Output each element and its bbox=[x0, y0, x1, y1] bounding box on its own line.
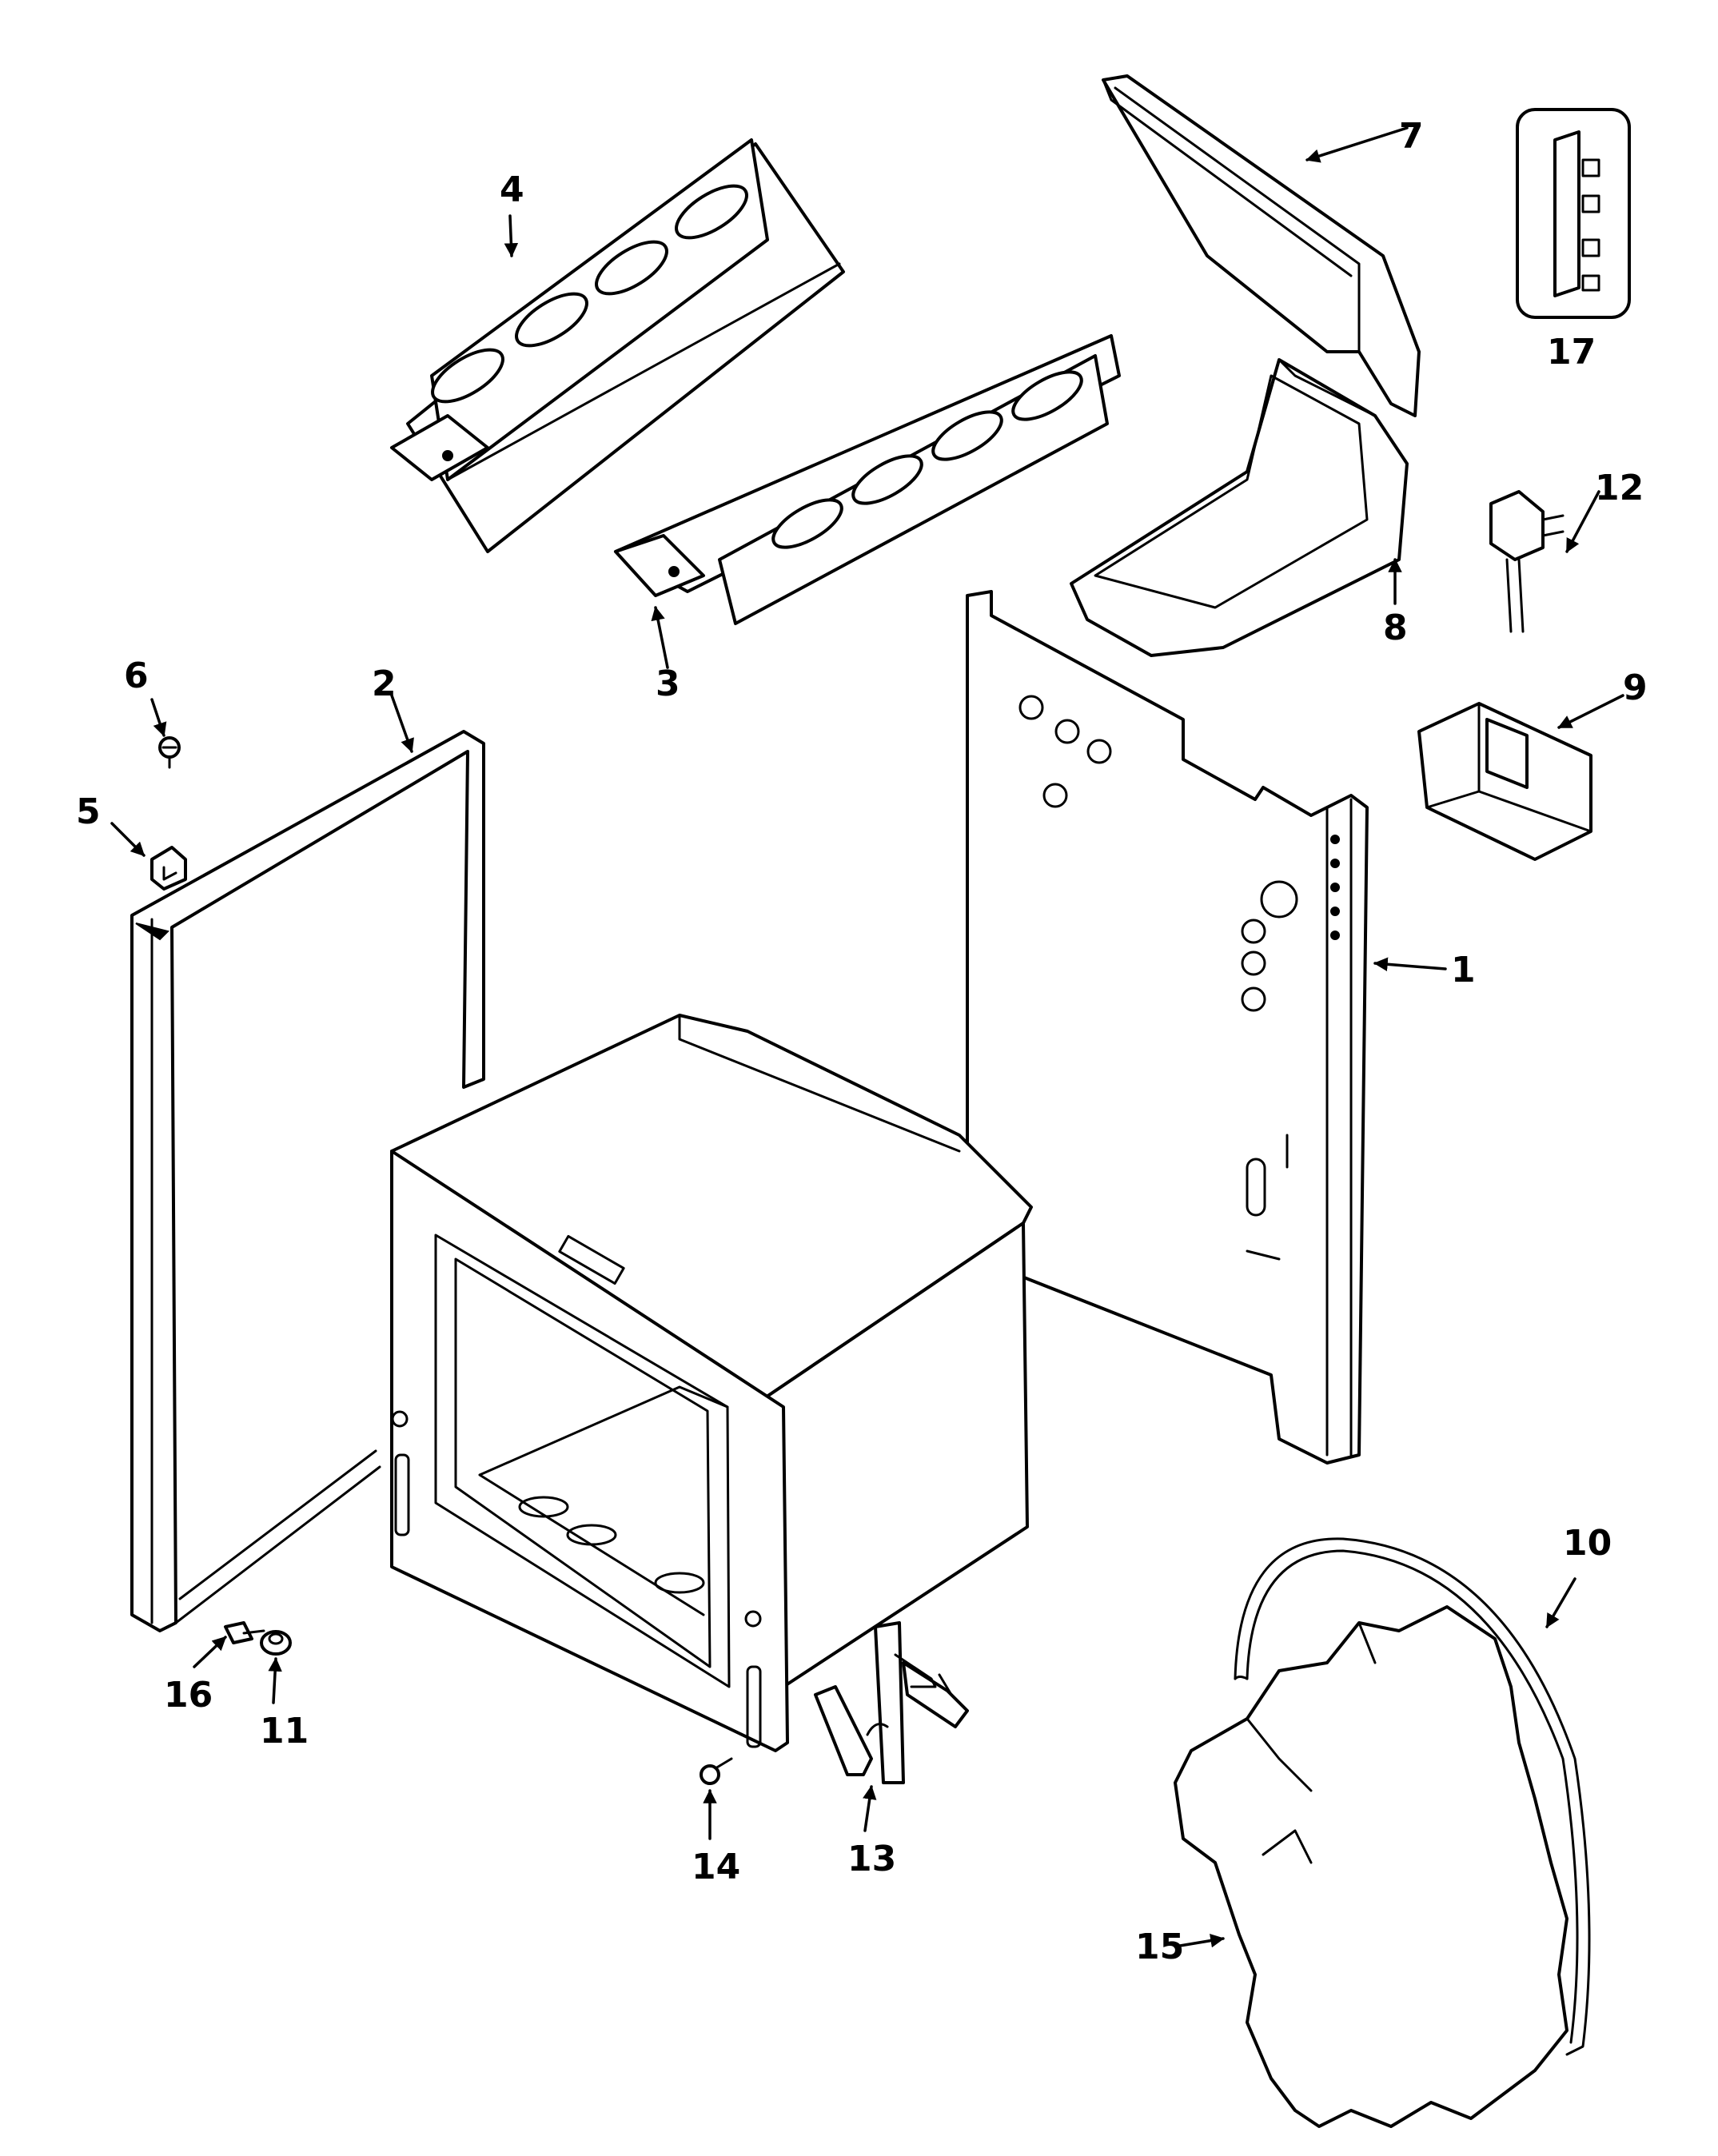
leader-lines bbox=[110, 126, 1624, 1948]
part-13-hinge bbox=[814, 1621, 969, 1784]
part-3-bracket bbox=[614, 334, 1121, 625]
callout-6: 6 bbox=[124, 656, 149, 696]
part-5-clip bbox=[150, 846, 187, 891]
callout-4: 4 bbox=[500, 169, 524, 210]
callout-5: 5 bbox=[76, 791, 101, 832]
part-6-screw bbox=[158, 736, 181, 769]
callout-3: 3 bbox=[656, 664, 680, 704]
callout-8: 8 bbox=[1383, 608, 1408, 648]
part-8-vent-tray bbox=[1070, 358, 1409, 657]
callout-9: 9 bbox=[1623, 668, 1648, 708]
callout-15: 15 bbox=[1135, 1927, 1184, 1967]
part-15-insulation bbox=[1174, 1605, 1569, 2128]
callout-1: 1 bbox=[1451, 950, 1476, 990]
part-7-vent-duct bbox=[1102, 74, 1421, 417]
part-1-side-panel bbox=[966, 590, 1369, 1465]
oven-cavity bbox=[390, 1014, 1033, 1752]
part-4-bracket bbox=[390, 138, 845, 553]
part-11-bumper bbox=[260, 1630, 292, 1656]
part-10-gasket bbox=[1234, 1537, 1591, 2056]
part-17-terminal-block bbox=[1516, 108, 1631, 319]
callout-14: 14 bbox=[692, 1847, 740, 1887]
part-2-front-frame bbox=[130, 730, 485, 1632]
part-16-screw bbox=[224, 1621, 265, 1644]
callout-12: 12 bbox=[1595, 468, 1644, 508]
part-9-junction-box bbox=[1417, 702, 1592, 861]
part-12-plug bbox=[1489, 490, 1565, 633]
callout-labels: 1 2 3 4 5 6 7 8 9 10 11 12 13 14 15 16 1… bbox=[76, 116, 1648, 1967]
callout-2: 2 bbox=[372, 664, 397, 704]
callout-16: 16 bbox=[164, 1675, 213, 1716]
callout-17: 17 bbox=[1547, 332, 1596, 373]
callout-7: 7 bbox=[1399, 116, 1424, 157]
callout-10: 10 bbox=[1563, 1523, 1612, 1564]
callout-13: 13 bbox=[847, 1839, 896, 1879]
callout-11: 11 bbox=[260, 1711, 309, 1752]
part-14-screw bbox=[700, 1757, 733, 1785]
